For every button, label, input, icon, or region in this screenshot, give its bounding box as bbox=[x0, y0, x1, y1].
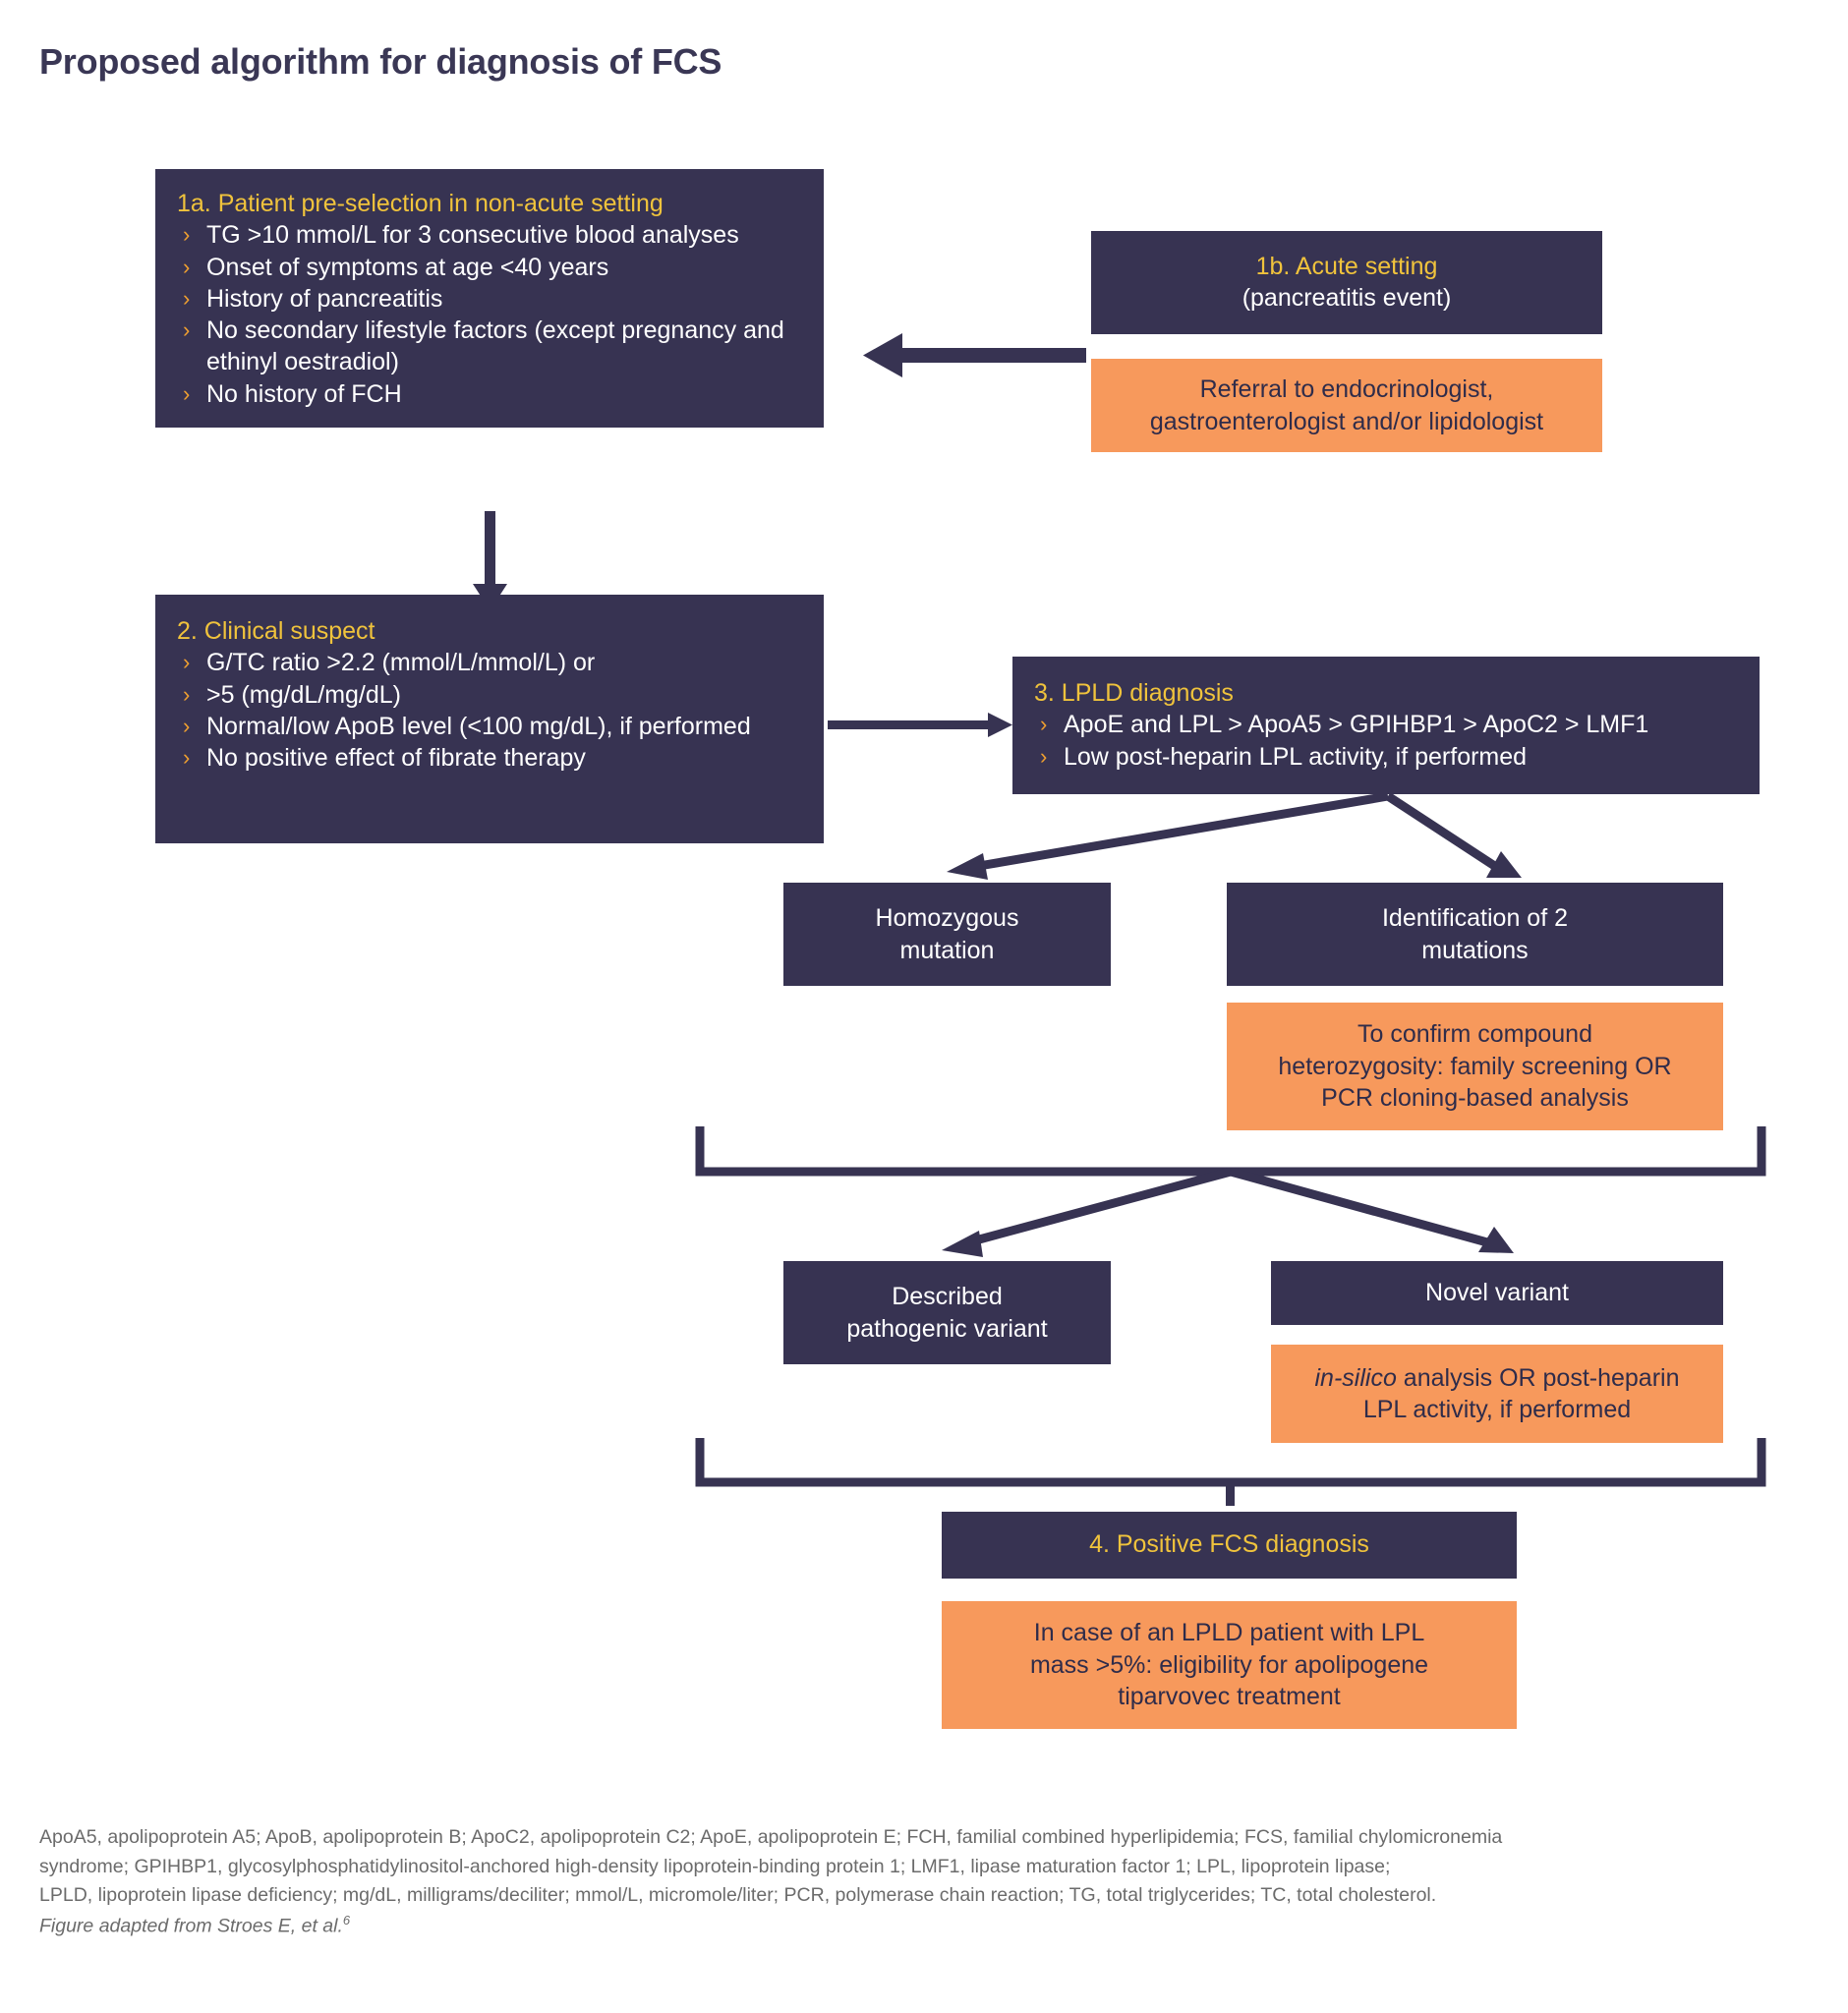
box-4-positive-fcs-diagnosis: 4. Positive FCS diagnosis bbox=[942, 1512, 1517, 1579]
box-2-bullet-list: ›G/TC ratio >2.2 (mmol/L/mmol/L) or ›>5 … bbox=[177, 647, 800, 774]
box-3-lpld-diagnosis: 3. LPLD diagnosis ›ApoE and LPL > ApoA5 … bbox=[1012, 657, 1760, 794]
referral-line-1: Referral to endocrinologist, bbox=[1199, 375, 1494, 403]
footnote-line-2: syndrome; GPIHBP1, glycosylphosphatidyli… bbox=[39, 1855, 1391, 1877]
footnote: ApoA5, apolipoprotein A5; ApoB, apolipop… bbox=[39, 1823, 1819, 1941]
described-line-2: pathogenic variant bbox=[846, 1314, 1048, 1343]
box-1b-acute-setting: 1b. Acute setting (pancreatitis event) bbox=[1091, 231, 1602, 334]
box-1a-heading: 1a. Patient pre-selection in non-acute s… bbox=[177, 190, 664, 217]
eligibility-line-2: mass >5%: eligibility for apolipogene bbox=[1029, 1650, 1429, 1679]
list-item: ›>5 (mg/dL/mg/dL) bbox=[183, 680, 402, 709]
eligibility-line-3: tiparvovec treatment bbox=[1118, 1683, 1341, 1711]
lower-bracket bbox=[695, 1438, 1766, 1487]
box-insilico-analysis: in-silico analysis OR post-heparin LPL a… bbox=[1271, 1345, 1723, 1443]
box-eligibility-treatment: In case of an LPLD patient with LPL mass… bbox=[942, 1601, 1517, 1729]
box-2-heading: 2. Clinical suspect bbox=[177, 617, 375, 645]
box-4-heading: 4. Positive FCS diagnosis bbox=[1089, 1530, 1369, 1559]
arrow-to-box4 bbox=[1226, 1482, 1235, 1506]
chevron-right-icon: › bbox=[183, 317, 191, 342]
list-item: ›Low post-heparin LPL activity, if perfo… bbox=[1040, 742, 1528, 771]
referral-line-2: gastroenterologist and/or lipidologist bbox=[1149, 407, 1544, 435]
novel-variant-label: Novel variant bbox=[1425, 1279, 1569, 1307]
chevron-right-icon: › bbox=[183, 285, 191, 311]
list-item: ›No history of FCH bbox=[183, 379, 402, 408]
branch-arrows-from-3 bbox=[947, 791, 1522, 880]
list-item: ›TG >10 mmol/L for 3 consecutive blood a… bbox=[183, 221, 739, 250]
chevron-right-icon: › bbox=[183, 713, 191, 738]
box-confirm-heterozygosity: To confirm compound heterozygosity: fami… bbox=[1227, 1003, 1723, 1130]
box-1b-subtitle: (pancreatitis event) bbox=[1242, 283, 1452, 312]
confirm-line-2: heterozygosity: family screening OR bbox=[1278, 1052, 1672, 1080]
box-1b-heading: 1b. Acute setting bbox=[1255, 252, 1438, 280]
box-homozygous-mutation: Homozygous mutation bbox=[783, 883, 1111, 986]
homozygous-line-2: mutation bbox=[899, 936, 995, 964]
footnote-line-3: LPLD, lipoprotein lipase deficiency; mg/… bbox=[39, 1884, 1437, 1907]
footnote-reference-number: 6 bbox=[342, 1912, 351, 1927]
insilico-emphasis: in-silico bbox=[1314, 1363, 1397, 1392]
chevron-right-icon: › bbox=[1040, 712, 1048, 737]
box-1a-bullet-list: ›TG >10 mmol/L for 3 consecutive blood a… bbox=[177, 219, 800, 410]
box-1a-patient-preselection: 1a. Patient pre-selection in non-acute s… bbox=[155, 169, 824, 428]
box-3-bullet-list: ›ApoE and LPL > ApoA5 > GPIHBP1 > ApoC2 … bbox=[1034, 709, 1740, 773]
confirm-line-1: To confirm compound bbox=[1357, 1020, 1592, 1049]
identification-line-2: mutations bbox=[1421, 936, 1529, 964]
arrow-2-to-3 bbox=[828, 713, 1012, 737]
page-title: Proposed algorithm for diagnosis of FCS bbox=[39, 41, 722, 82]
eligibility-line-1: In case of an LPLD patient with LPL bbox=[1033, 1619, 1425, 1647]
box-referral: Referral to endocrinologist, gastroenter… bbox=[1091, 359, 1602, 452]
homozygous-line-1: Homozygous bbox=[875, 904, 1019, 932]
chevron-right-icon: › bbox=[183, 650, 191, 675]
list-item: ›G/TC ratio >2.2 (mmol/L/mmol/L) or bbox=[183, 649, 596, 677]
box-2-clinical-suspect: 2. Clinical suspect ›G/TC ratio >2.2 (mm… bbox=[155, 595, 824, 843]
footnote-source: Figure adapted from Stroes E, et al.6 bbox=[39, 1912, 351, 1937]
chevron-right-icon: › bbox=[183, 745, 191, 770]
list-item: ›History of pancreatitis bbox=[183, 284, 443, 313]
insilico-line-2: LPL activity, if performed bbox=[1362, 1396, 1632, 1423]
confirm-line-3: PCR cloning-based analysis bbox=[1321, 1084, 1629, 1113]
chevron-right-icon: › bbox=[1040, 743, 1048, 769]
upper-bracket bbox=[695, 1126, 1766, 1177]
box-novel-variant: Novel variant bbox=[1271, 1261, 1723, 1325]
list-item: ›ApoE and LPL > ApoA5 > GPIHBP1 > ApoC2 … bbox=[1040, 711, 1649, 739]
chevron-right-icon: › bbox=[183, 254, 191, 279]
chevron-right-icon: › bbox=[183, 681, 191, 707]
chevron-right-icon: › bbox=[183, 222, 191, 248]
insilico-line-1: in-silico analysis OR post-heparin bbox=[1315, 1362, 1680, 1395]
arrow-1b-to-1a bbox=[863, 333, 1086, 377]
list-item: ›No secondary lifestyle factors (except … bbox=[183, 316, 784, 376]
footnote-line-1: ApoA5, apolipoprotein A5; ApoB, apolipop… bbox=[39, 1826, 1503, 1848]
list-item: ›Normal/low ApoB level (<100 mg/dL), if … bbox=[183, 712, 751, 740]
list-item: ›Onset of symptoms at age <40 years bbox=[183, 253, 609, 281]
described-line-1: Described bbox=[892, 1283, 1003, 1310]
box-3-heading: 3. LPLD diagnosis bbox=[1034, 679, 1234, 707]
box-identification-two-mutations: Identification of 2 mutations bbox=[1227, 883, 1723, 986]
branch-arrows-lower bbox=[942, 1167, 1514, 1257]
list-item: ›No positive effect of fibrate therapy bbox=[183, 744, 586, 772]
insilico-rest: analysis OR post-heparin bbox=[1396, 1363, 1680, 1392]
identification-line-1: Identification of 2 bbox=[1381, 904, 1568, 932]
chevron-right-icon: › bbox=[183, 380, 191, 406]
box-described-pathogenic-variant: Described pathogenic variant bbox=[783, 1261, 1111, 1364]
